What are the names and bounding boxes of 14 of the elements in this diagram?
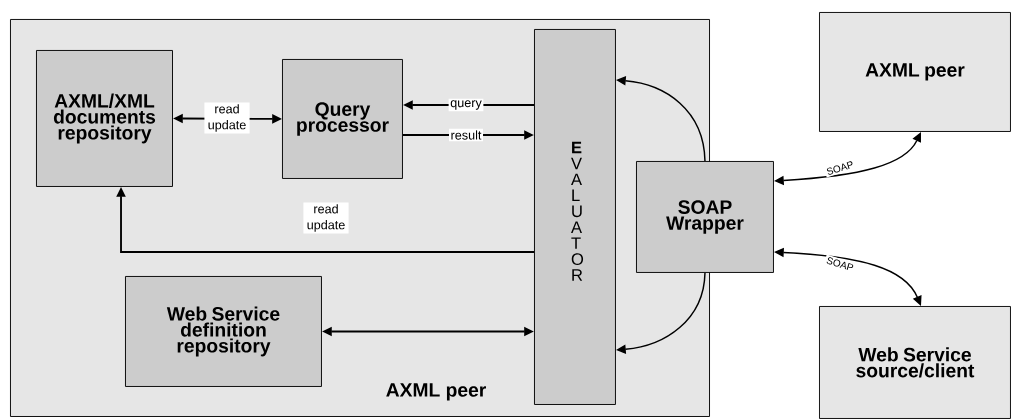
arrow: [616, 272, 706, 354]
arrow: [774, 132, 921, 186]
edge-label: read update: [204, 102, 250, 134]
edge-label: read update: [303, 202, 349, 234]
client-box: Web Service source/client: [819, 306, 1011, 419]
repository-box: AXML/XML documents repository: [36, 50, 173, 187]
arrow: [616, 76, 706, 162]
processor-box: Query processor: [282, 59, 403, 179]
wrapper-box: SOAP Wrapper: [636, 161, 774, 273]
repository-box: Web Service definition repository: [125, 276, 322, 387]
edge-label: SOAP: [823, 254, 857, 274]
evaluator-bar: EVALUATOR: [534, 29, 616, 405]
peer-box: AXML peer: [819, 12, 1011, 132]
edge-label: SOAP: [823, 158, 857, 178]
